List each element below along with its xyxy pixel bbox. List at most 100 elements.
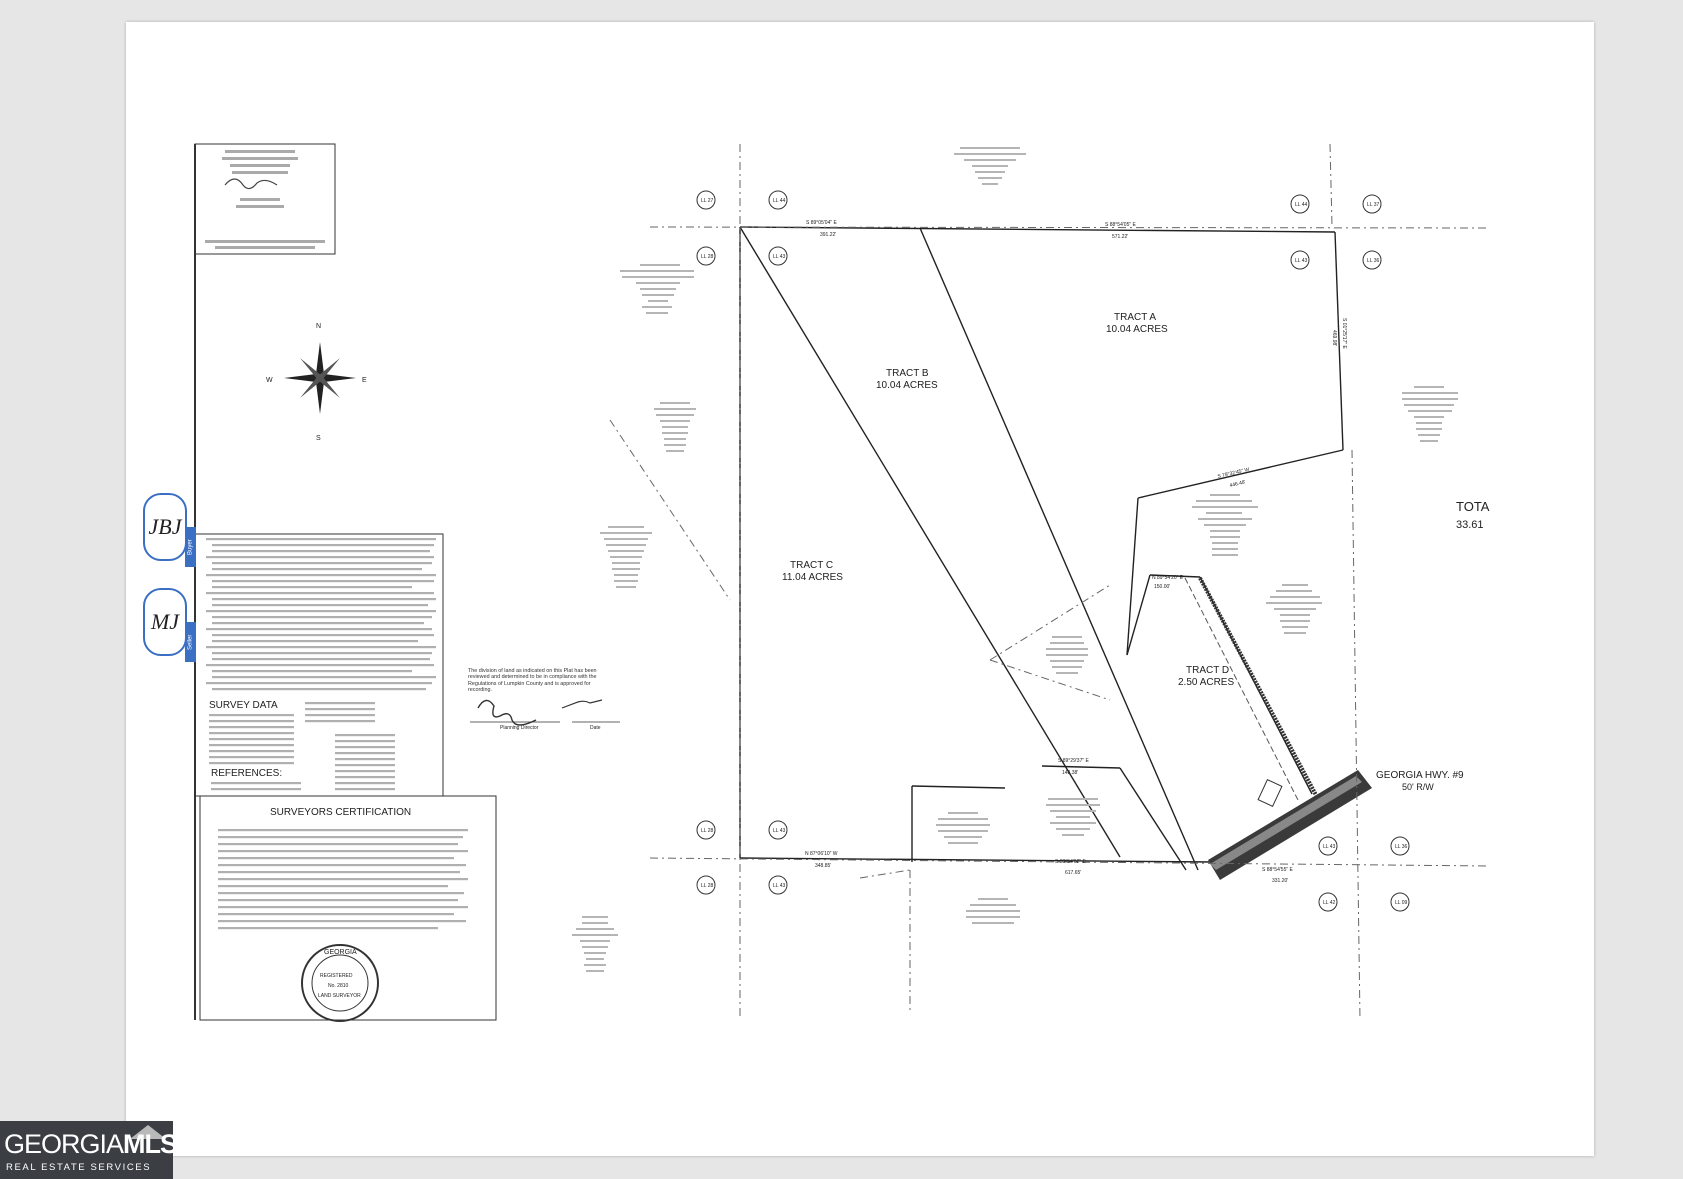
svg-text:LL 44: LL 44: [1295, 202, 1308, 208]
highway-name: GEORGIA HWY. #9: [1376, 770, 1464, 781]
distance-bottom-mid: 617.65': [1065, 870, 1081, 876]
svg-text:LL 37: LL 37: [1367, 202, 1380, 208]
brand-name: GEORGIAMLS: [4, 1129, 178, 1159]
north-label: N: [316, 323, 321, 330]
svg-text:LL 43: LL 43: [1295, 258, 1308, 264]
svg-text:LL 36: LL 36: [1367, 258, 1380, 264]
lot-marker: LL 36: [1390, 836, 1410, 856]
lot-marker: LL 28: [696, 820, 716, 840]
svg-text:LL 42: LL 42: [1323, 900, 1336, 906]
distance-ne-angle: 446.48': [1229, 479, 1246, 489]
distance-tract-d-top: 150.00': [1154, 584, 1170, 590]
bearing-tract-d-top: N 89°54'20" E: [1152, 575, 1184, 581]
seller-tag: Seller: [185, 622, 196, 662]
bearing-ne-angle: S 78°32'45" W: [1217, 467, 1250, 480]
north-arrow-icon: N S E W: [266, 323, 367, 442]
tract-c-name: TRACT C: [790, 560, 833, 571]
svg-text:LL 28: LL 28: [701, 254, 714, 260]
seal-bottom: LAND SURVEYOR: [318, 993, 361, 999]
certification-text: [218, 829, 468, 930]
seal-number: No. 2810: [328, 983, 349, 989]
south-label: S: [316, 435, 321, 442]
west-label: W: [266, 377, 273, 384]
svg-text:LL 43: LL 43: [773, 883, 786, 889]
total-label: TOTA: [1456, 499, 1490, 514]
distance-east-upper: 469.98': [1331, 330, 1337, 346]
tract-a-name: TRACT A: [1114, 312, 1156, 323]
svg-text:LL 27: LL 27: [701, 198, 714, 204]
approval-date-label: Date: [590, 725, 601, 731]
references-text: [211, 782, 301, 791]
brand-tagline: REAL ESTATE SERVICES: [6, 1162, 152, 1173]
buyer-tag: Buyer: [185, 527, 196, 567]
bearing-top-left: S 89°05'04" E: [806, 220, 838, 226]
seal-top: GEORGIA: [324, 949, 357, 956]
certification-heading: SURVEYORS CERTIFICATION: [270, 807, 411, 818]
lot-marker: LL 43: [1318, 836, 1338, 856]
lot-marker: LL 43: [768, 820, 788, 840]
seal-middle: REGISTERED: [320, 973, 353, 979]
distance-top-left: 391.22': [820, 232, 836, 238]
lot-marker: LL 36: [1362, 250, 1382, 270]
distance-bottom-right: 331.20': [1272, 878, 1288, 884]
bearing-bottom-left: N 87°06'10" W: [805, 851, 838, 857]
survey-data-heading: SURVEY DATA: [209, 700, 278, 711]
svg-text:LL 09: LL 09: [1395, 900, 1408, 906]
plat-sheet: [126, 22, 1594, 1156]
approval-block: The division of land as indicated on thi…: [468, 668, 620, 731]
tract-b-name: TRACT B: [886, 368, 929, 379]
tract-d-acres: 2.50 ACRES: [1178, 677, 1234, 688]
tract-c-acres: 11.04 ACRES: [782, 572, 843, 583]
adjacent-parcel-notes: [572, 147, 1458, 972]
seller-initials: MJ: [150, 609, 180, 634]
lot-marker: LL 43: [768, 875, 788, 895]
lot-marker: LL 28: [696, 875, 716, 895]
lot-marker: LL 44: [1290, 194, 1310, 214]
bearing-tract-d-bottom: S 89°29'37" E: [1058, 758, 1090, 764]
bearing-top-right: S 88°54'05" E: [1105, 222, 1137, 228]
distance-bottom-left: 348.85': [815, 863, 831, 869]
approval-official: Planning Director: [500, 725, 539, 731]
general-notes-text: [206, 538, 436, 691]
svg-text:LL 44: LL 44: [773, 198, 786, 204]
seller-initials-stamp: MJ: [143, 588, 187, 656]
lot-marker: LL 44: [768, 190, 788, 210]
east-label: E: [362, 377, 367, 384]
lot-marker: LL 43: [1290, 250, 1310, 270]
surveyor-seal: GEORGIA REGISTERED No. 2810 LAND SURVEYO…: [301, 944, 379, 1022]
tract-b-acres: 10.04 ACRES: [876, 380, 938, 391]
land-lot-lines: [609, 143, 1491, 1021]
roof-icon: [130, 1125, 166, 1139]
bearing-bottom-right: S 88°54'55" E: [1262, 867, 1294, 873]
bearing-east-upper: S 01°25'17" E: [1341, 318, 1347, 350]
lot-marker: LL 43: [768, 246, 788, 266]
svg-text:LL 36: LL 36: [1395, 844, 1408, 850]
lot-marker: LL 28: [696, 246, 716, 266]
driveway-easement: [1184, 577, 1318, 808]
recording-stamp-text: [205, 150, 325, 249]
tract-d-name: TRACT D: [1186, 665, 1229, 676]
lot-marker: LL 42: [1318, 892, 1338, 912]
georgia-highway: [1208, 770, 1372, 880]
svg-text:LL 43: LL 43: [1323, 844, 1336, 850]
svg-text:LL 28: LL 28: [701, 828, 714, 834]
property-boundary: [739, 226, 1344, 871]
highway-row: 50' R/W: [1402, 782, 1434, 792]
lot-marker: LL 09: [1390, 892, 1410, 912]
survey-data-text: [209, 702, 395, 791]
lot-marker: LL 27: [696, 190, 716, 210]
bearing-bottom-mid: S 88°54'02" E: [1055, 859, 1087, 865]
references-heading: REFERENCES:: [211, 768, 282, 779]
svg-text:LL 43: LL 43: [773, 254, 786, 260]
distance-tract-d-bottom: 148.38': [1062, 770, 1078, 776]
svg-text:LL 43: LL 43: [773, 828, 786, 834]
distance-top-right: 571.22': [1112, 234, 1128, 240]
total-value: 33.61: [1456, 519, 1484, 531]
land-lot-markers: LL 27 LL 44 LL 44 LL 37 LL 28 LL 43 LL 4…: [696, 190, 1410, 912]
lot-marker: LL 37: [1362, 194, 1382, 214]
georgia-mls-logo: GEORGIAMLS REAL ESTATE SERVICES: [0, 1121, 178, 1179]
buyer-initials: JBJ: [148, 514, 182, 539]
tract-a-acres: 10.04 ACRES: [1106, 324, 1168, 335]
approval-note: The division of land as indicated on thi…: [468, 668, 597, 694]
